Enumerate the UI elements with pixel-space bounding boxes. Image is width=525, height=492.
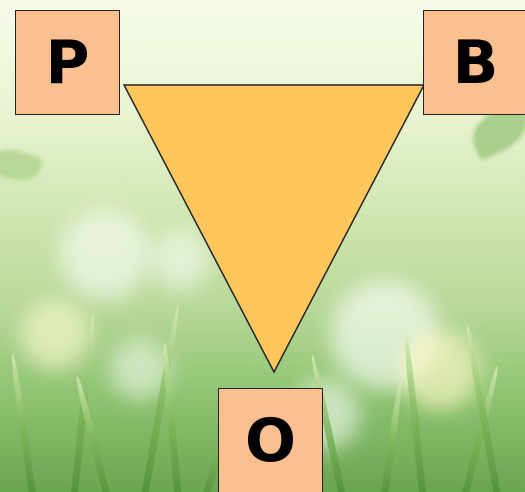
node-p-label: P bbox=[46, 33, 90, 93]
node-o: O bbox=[218, 388, 323, 492]
node-b: B bbox=[423, 10, 525, 115]
node-b-label: B bbox=[453, 33, 499, 93]
node-o-label: O bbox=[245, 411, 296, 471]
node-p: P bbox=[15, 10, 120, 115]
connecting-triangle bbox=[124, 85, 424, 372]
